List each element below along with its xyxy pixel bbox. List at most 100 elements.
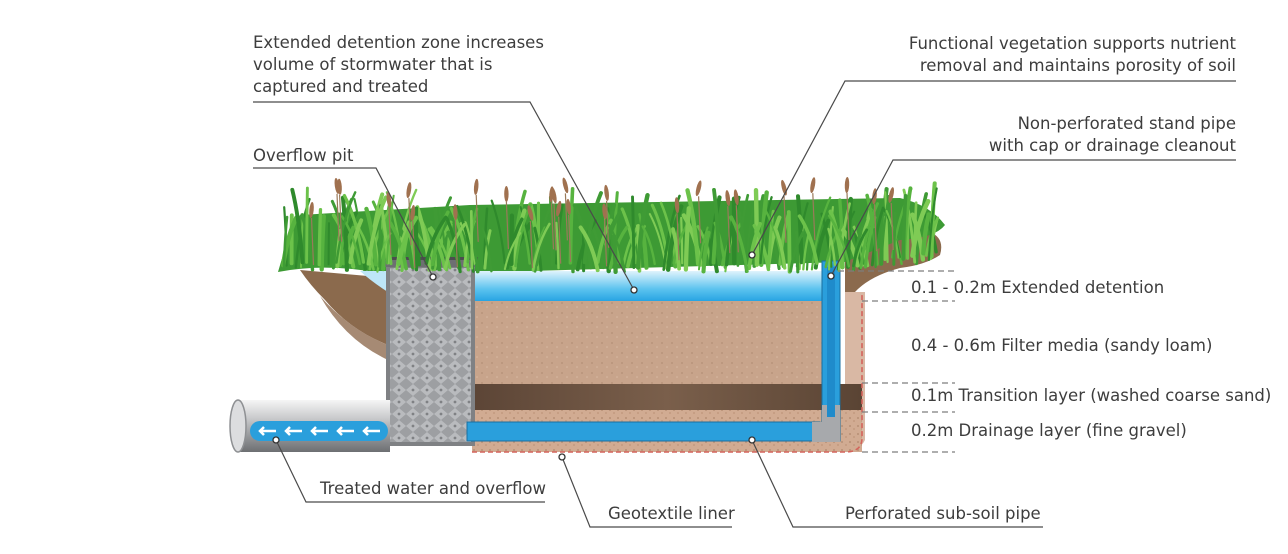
grass-blade [519, 206, 532, 264]
reed-head [549, 186, 554, 203]
reed-stem [550, 202, 555, 250]
transition-layer [472, 384, 862, 412]
grass-blade [880, 194, 890, 261]
reed-stem [558, 216, 562, 264]
grass-blade [764, 210, 785, 268]
grass-blade [503, 232, 522, 271]
grass-blade [424, 215, 448, 265]
stand-pipe-label: Non-perforated stand pipe with cap or dr… [989, 113, 1236, 157]
reed-head [406, 182, 412, 199]
reed-head [566, 198, 571, 215]
grass-blade [680, 216, 684, 265]
grass-blade [509, 213, 515, 267]
grass-blade [481, 227, 493, 273]
grass-blade [672, 224, 688, 265]
functional-vegetation-line-2: removal and maintains porosity of soil [919, 56, 1236, 75]
grass-blade [396, 215, 419, 267]
grass-blade [712, 188, 722, 266]
leader-lines [253, 80, 1236, 528]
grass-blade [753, 188, 760, 267]
grass-blade [794, 230, 800, 274]
geotextile-liner-line [472, 294, 863, 453]
grass-blade [290, 187, 305, 265]
reed-stem [890, 202, 894, 251]
grass-blade [786, 210, 792, 274]
perforated-sub-soil-pipe [466, 421, 821, 442]
reed-stem [408, 198, 412, 246]
grass-blade [340, 195, 349, 272]
reed-stem [339, 194, 343, 242]
grass-blade [342, 193, 366, 264]
treated-water-label: Treated water and overflow [320, 479, 546, 498]
layer-dividers [838, 270, 955, 453]
grass-blade [901, 194, 908, 261]
layer-transition: 0.1m Transition layer (washed coarse san… [911, 386, 1272, 405]
grass-blade [469, 210, 474, 270]
grass-blade [348, 218, 364, 265]
grass-blade [490, 199, 506, 265]
grass-blade [910, 198, 931, 258]
grass-blade [443, 223, 467, 271]
reed-stem [505, 201, 509, 250]
grass-blade [685, 188, 701, 267]
reed-head [453, 204, 458, 221]
reed-head [504, 186, 509, 202]
grass-blade [927, 187, 938, 262]
reed-stem [604, 219, 608, 267]
reed-head [695, 180, 702, 197]
reed-head [888, 187, 894, 203]
reed-stem [568, 214, 572, 262]
grass-blade [578, 225, 600, 273]
geotextile-liner-label: Geotextile liner [608, 504, 735, 523]
grass-blade [873, 228, 877, 269]
reed-stem [783, 195, 787, 243]
grass-blade [607, 224, 626, 273]
layer-filter-media: 0.4 - 0.6m Filter media (sandy loam) [911, 336, 1213, 355]
grass-blade [300, 213, 315, 272]
reed-head [725, 190, 731, 207]
grass-blade [837, 202, 851, 273]
grass-blade [708, 195, 722, 266]
grass-blade [797, 214, 819, 265]
reed-stem [846, 192, 850, 241]
reed-head [337, 178, 342, 195]
grass-blade [796, 194, 804, 265]
reed-stem [388, 207, 392, 255]
reed-stem [812, 193, 816, 241]
grass-blade [870, 207, 885, 267]
reed-head [810, 177, 816, 193]
extended-detention-zone-label: Extended detention zone increases volume… [253, 32, 544, 98]
reed-stem [735, 205, 739, 253]
extended-detention-water [472, 271, 824, 301]
grass-blade [366, 195, 388, 266]
layer-extended-detention: 0.1 - 0.2m Extended detention [911, 278, 1165, 297]
reed-head [844, 177, 850, 193]
reed-head [781, 179, 787, 196]
reed-head [602, 203, 607, 220]
grass-blade [427, 227, 447, 269]
stand-pipe-inner [827, 267, 835, 417]
grass-blade [641, 225, 656, 266]
grass-blade [631, 195, 636, 269]
grass-blade [388, 221, 408, 271]
grass-blade [736, 193, 750, 267]
grass-blade [698, 226, 709, 271]
grass-blade [671, 227, 681, 271]
functional-vegetation-label: Functional vegetation supports nutrient … [909, 33, 1236, 77]
grass-blade [305, 186, 309, 264]
reed-stem [454, 220, 458, 268]
grass-blade [773, 225, 787, 270]
reed-stem [606, 200, 610, 248]
reed-stem [336, 193, 340, 241]
left-soil-bank [300, 270, 390, 345]
grass-blade [429, 226, 452, 270]
grass-blade [319, 214, 326, 272]
grass-blades [280, 181, 940, 275]
grass-blade [827, 214, 851, 268]
reed-stem [873, 204, 878, 252]
grass-blade [582, 191, 603, 265]
grass-blade [600, 210, 622, 268]
reed-head [309, 202, 314, 218]
leader-dots [272, 251, 835, 461]
reed-head [410, 205, 416, 221]
